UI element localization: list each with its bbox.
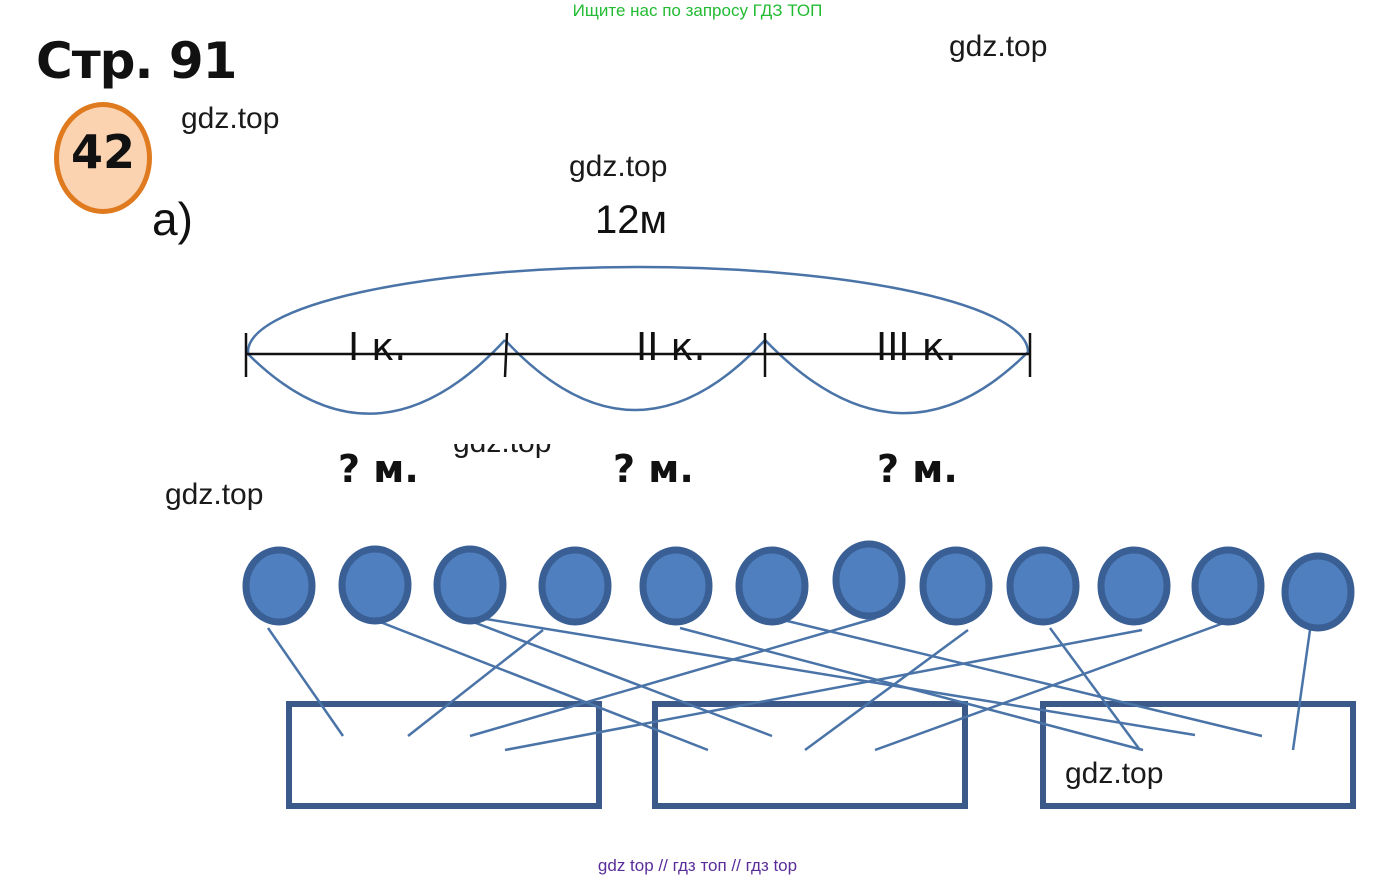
watermark: gdz.top: [569, 150, 668, 183]
connector-line: [479, 616, 1196, 737]
segment-label-3: III к.: [876, 325, 957, 369]
part-label: а): [152, 193, 193, 245]
watermark: gdz.top: [165, 478, 264, 511]
box-2: [652, 701, 968, 809]
box-3: [1040, 701, 1356, 809]
circle: [433, 545, 507, 625]
task-number: 42: [70, 125, 135, 179]
tick: [503, 332, 509, 378]
connector-line: [1048, 627, 1142, 751]
connector-line: [679, 626, 1144, 752]
connector-line: [369, 616, 709, 752]
segment-label-1: I к.: [348, 325, 406, 369]
circle: [1191, 546, 1265, 626]
connector-line: [1291, 629, 1312, 751]
search-banner: Ищите нас по запросу ГДЗ ТОП: [572, 1, 823, 20]
segment-arc-2: [504, 339, 766, 412]
circle: [338, 545, 412, 625]
segment-question-1: ? м.: [338, 447, 419, 491]
watermark: gdz.top: [1065, 757, 1164, 790]
circle: [1281, 552, 1355, 632]
connector-line: [469, 616, 877, 738]
circle: [1006, 546, 1080, 626]
segment-label-2: II к.: [636, 325, 706, 369]
watermark: gdz.top: [181, 102, 280, 135]
connector-lines: [266, 616, 1312, 752]
connector-line: [407, 629, 544, 737]
task-number-badge: 42: [54, 102, 152, 214]
circle: [735, 546, 809, 626]
connector-line: [467, 618, 773, 738]
footer-links: gdz top // гдз топ // гдз top: [597, 856, 798, 875]
connector-line: [266, 627, 345, 737]
connector-line: [504, 628, 1143, 752]
watermark: gdz.top: [949, 30, 1048, 63]
circle: [919, 546, 993, 626]
connector-line: [774, 616, 1263, 738]
circle: [832, 540, 906, 620]
circles: [242, 540, 1355, 632]
segment-arc-1: [247, 339, 506, 415]
connector-line: [804, 628, 969, 752]
page-title: Стр. 91: [36, 32, 237, 90]
circle: [242, 546, 316, 626]
box-1: [286, 701, 602, 809]
total-length-label: 12м: [595, 198, 667, 242]
circle: [639, 546, 713, 626]
circle: [538, 546, 612, 626]
segment-question-2: ? м.: [613, 447, 694, 491]
segment-question-3: ? м.: [877, 447, 958, 491]
circle: [1097, 546, 1171, 626]
connector-line: [874, 618, 1233, 752]
segment-arc-3: [764, 339, 1029, 415]
